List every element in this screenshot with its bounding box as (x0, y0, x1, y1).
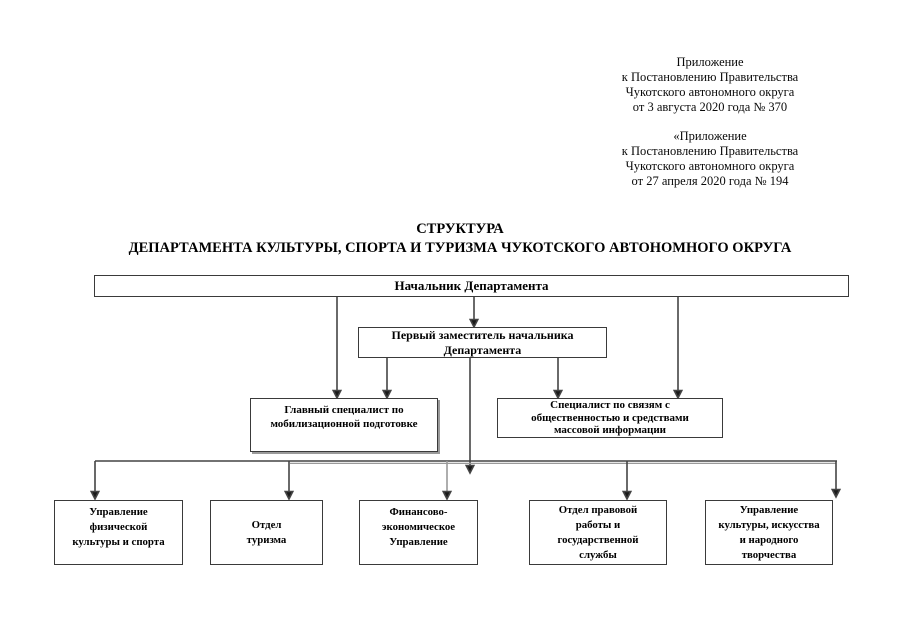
head-of-department-label: Начальник Департамента (394, 278, 549, 293)
dept-label: Отдел правовой работы и государственной … (557, 503, 639, 561)
annex-paragraph-1: Приложение к Постановлению Правительства… (621, 55, 799, 114)
dept-label: Отдел туризма (246, 518, 287, 546)
dept-label: Управление культуры, искусства и народно… (718, 503, 820, 561)
dept-box-legal-civil-service: Отдел правовой работы и государственной … (529, 500, 667, 565)
page-title: СТРУКТУРА ДЕПАРТАМЕНТА КУЛЬТУРЫ, СПОРТА … (30, 220, 890, 258)
head-of-department-box: Начальник Департамента (94, 275, 849, 297)
media-relations-specialist-box: Специалист по связям с общественностью и… (497, 398, 723, 438)
first-deputy-box: Первый заместитель начальника Департамен… (358, 327, 607, 358)
dept-box-physical-culture: Управление физической культуры и спорта (54, 500, 183, 565)
dept-label: Финансово- экономическое Управление (381, 506, 456, 548)
page-title-line1: СТРУКТУРА (416, 221, 504, 237)
mobilization-specialist-box: Главный специалист по мобилизационной по… (250, 398, 438, 452)
dept-box-culture-arts: Управление культуры, искусства и народно… (705, 500, 833, 565)
dept-box-finance-economics: Финансово- экономическое Управление (359, 500, 478, 565)
first-deputy-label: Первый заместитель начальника Департамен… (391, 327, 574, 357)
page-title-line2: ДЕПАРТАМЕНТА КУЛЬТУРЫ, СПОРТА И ТУРИЗМА … (128, 240, 792, 256)
media-relations-specialist-label: Специалист по связям с общественностью и… (531, 399, 689, 437)
dept-label: Управление физической культуры и спорта (72, 506, 165, 548)
dept-box-tourism: Отдел туризма (210, 500, 323, 565)
annex-paragraph-2: «Приложение к Постановлению Правительств… (621, 129, 799, 188)
annex-note: Приложение к Постановлению Правительства… (555, 55, 865, 203)
mobilization-specialist-label: Главный специалист по мобилизационной по… (270, 404, 418, 430)
